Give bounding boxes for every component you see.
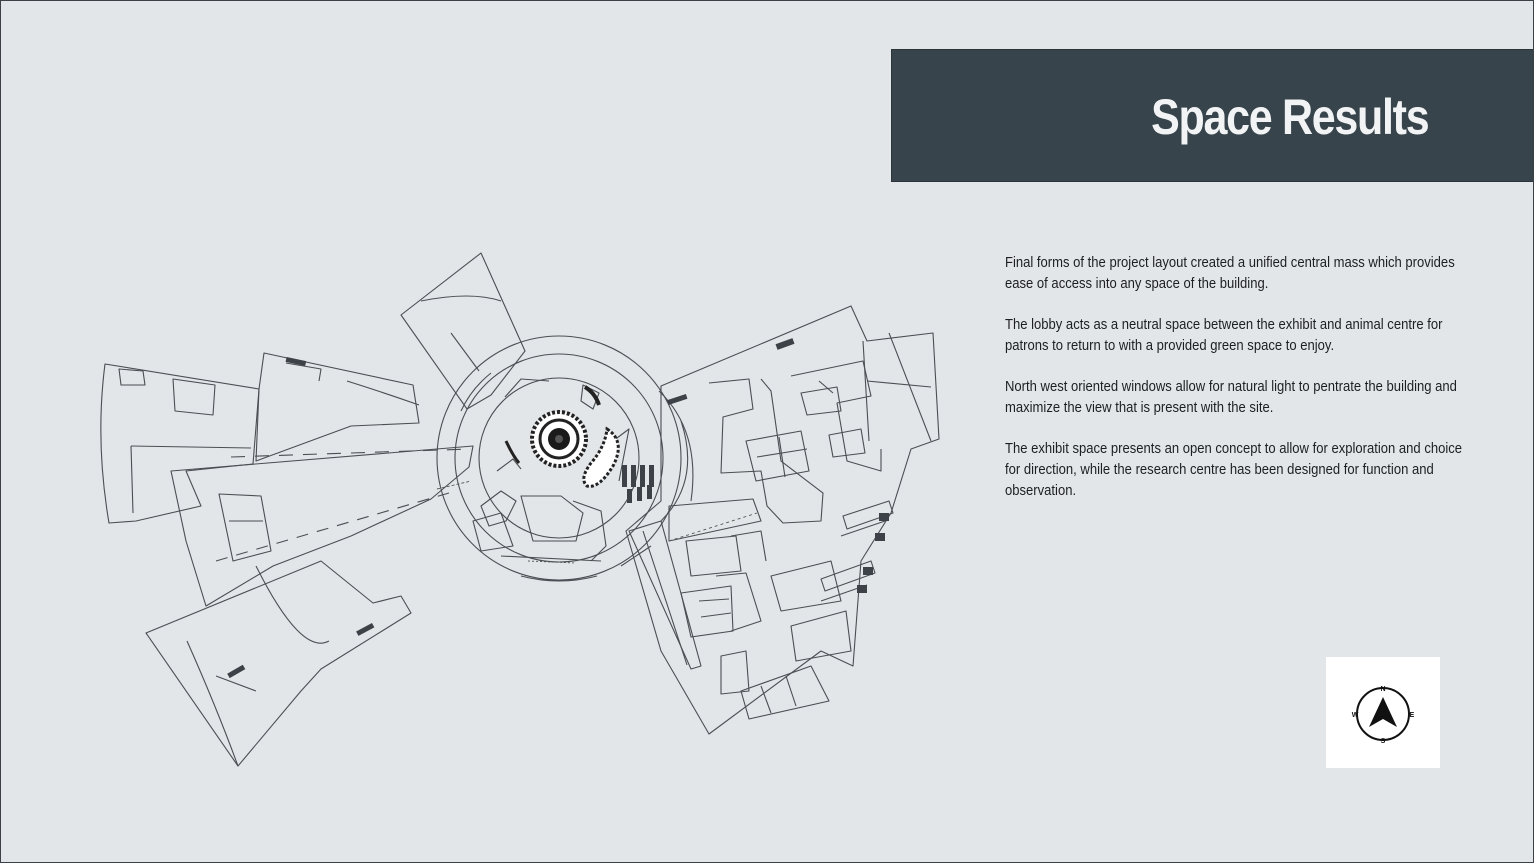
compass-icon: N E S W (1352, 686, 1415, 745)
wing-northwest (255, 352, 420, 462)
compass-west-label: W (1352, 712, 1359, 719)
compass-east-label: E (1410, 712, 1415, 719)
wing-central-west (170, 445, 474, 607)
title-band: Space Results (891, 49, 1533, 182)
rotunda-outer (436, 335, 682, 581)
wing-far-west (100, 363, 260, 524)
north-arrow-compass: N E S W (1326, 657, 1440, 768)
research-block (625, 305, 940, 735)
paragraph-layout: Final forms of the project layout create… (1005, 255, 1455, 292)
paragraph-lobby: The lobby acts as a neutral space betwee… (1005, 317, 1443, 354)
floor-plan-drawing (100, 252, 940, 767)
wing-north (400, 252, 526, 410)
wing-southwest (145, 560, 412, 767)
slide-title: Space Results (1150, 89, 1429, 145)
description-text: Final forms of the project layout create… (1005, 253, 1475, 522)
central-feature (504, 385, 620, 488)
paragraph-windows: North west oriented windows allow for na… (1005, 379, 1457, 416)
paragraph-exhibit: The exhibit space presents an open conce… (1005, 441, 1463, 499)
compass-north-label: N (1380, 686, 1385, 693)
compass-south-label: S (1381, 738, 1386, 745)
